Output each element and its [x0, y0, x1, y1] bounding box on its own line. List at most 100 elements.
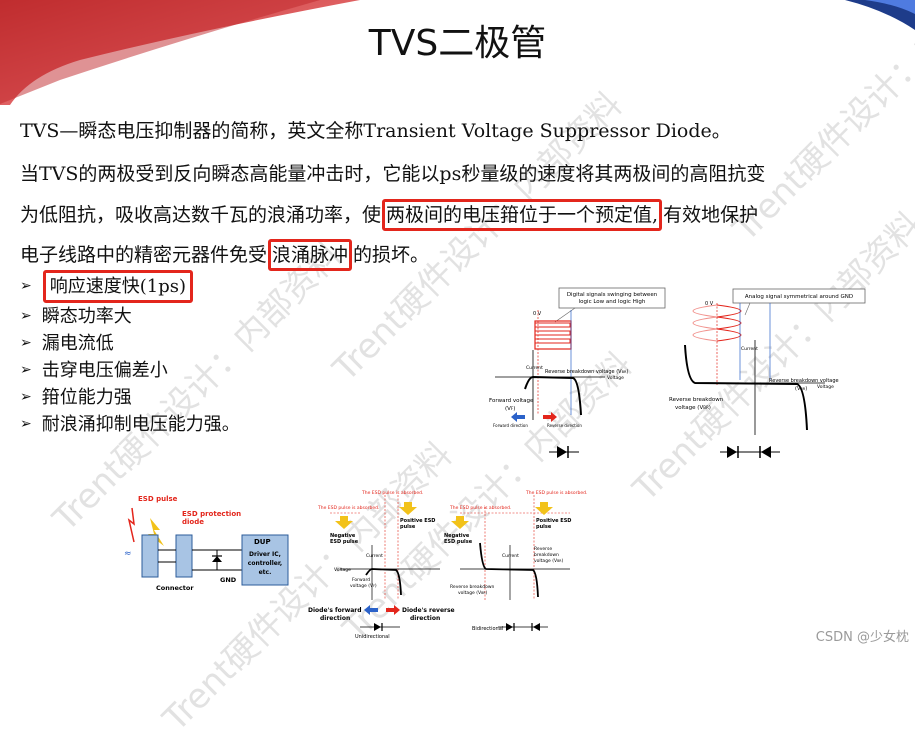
bidirectional-diode-icon [506, 623, 513, 631]
axis-label: Voltage [334, 567, 351, 573]
voltage-label: voltage (VF) [350, 583, 377, 589]
pulse-label: Positive ESD [536, 518, 571, 524]
iv-curve [479, 542, 539, 598]
pulse-arrow-icon [451, 516, 469, 529]
forward-voltage-label: (VF) [505, 406, 515, 412]
absorbed-label: The ESD pulse is absorbed. [361, 490, 423, 496]
corner-decoration-right [845, 0, 915, 30]
axis-label: Current [741, 346, 758, 352]
feature-text: 漏电流低 [41, 333, 114, 354]
highlight-clamp-voltage: 两极间的电压箝位于一个预定值, [382, 199, 663, 231]
pulse-arrow-icon [399, 502, 417, 515]
list-item: ➢ 响应速度快(1ps) [20, 270, 240, 303]
voltage-label: Forward [352, 577, 370, 583]
esd-pulse-label: ESD pulse [138, 495, 178, 503]
description-text: 为低阻抗，吸收高达数千瓦的浪涌功率，使 [20, 204, 382, 226]
breakdown-label: Reverse breakdown voltage [769, 378, 839, 384]
zero-volt-label: 0 V [705, 301, 714, 307]
dut-text: controller, [248, 560, 282, 567]
digital-signal-wave [534, 322, 571, 347]
breakdown-label: Reverse breakdown voltage (VBR) [545, 369, 628, 375]
bidirectional-absorption: The ESD pulse is absorbed. The ESD pulse… [444, 490, 587, 632]
direction-label: Diode's reverse [402, 607, 455, 614]
feature-list: ➢ 响应速度快(1ps) ➢ 瞬态功率大 ➢ 漏电流低 ➢ 击穿电压偏差小 ➢ 箝位能力强… [20, 270, 240, 438]
bullet-arrow-icon: ➢ [20, 278, 32, 294]
voltage-label: breakdown [534, 552, 559, 558]
description-line-1: 当TVS的两极受到反向瞬态高能量冲击时，它能以ps秒量级的速度将其两极间的高阻抗… [20, 155, 765, 193]
direction-label: Diode's forward [308, 607, 362, 614]
pulse-label: Negative [330, 533, 356, 539]
description-text: 有效地保护 [663, 204, 759, 226]
direction-label: direction [320, 615, 350, 622]
callout-text: logic Low and logic High [579, 299, 646, 305]
absorbed-label: The ESD pulse is absorbed. [525, 490, 587, 496]
pulse-label: Negative [444, 533, 470, 539]
breakdown-label: Reverse breakdown [669, 397, 724, 403]
analog-signal-wave [692, 304, 742, 342]
bullet-arrow-icon: ➢ [20, 335, 32, 351]
esd-protection-schematic: ESD pulse ≈ ESD protection diode DUP Dri… [124, 495, 289, 592]
highlight-surge-pulse: 浪涌脉冲 [268, 239, 353, 271]
axis-label: Current [366, 553, 383, 559]
reverse-arrow-icon [543, 412, 557, 422]
lightning-icon [148, 518, 164, 546]
callout-text: Digital signals swinging between [567, 292, 658, 298]
description-line-3: 电子线路中的精密元器件免受浪涌脉冲的损坏。 [20, 236, 429, 274]
description-text: 当TVS的两极受到反向瞬态高能量冲击时，它能以ps秒量级的速度将其两极间的高阻抗… [20, 163, 766, 185]
breakdown-label: voltage (VBR) [675, 405, 711, 411]
diode-type-label: Unidirectional [355, 634, 390, 640]
dut-block [241, 534, 289, 586]
unidirectional-diode-icon [374, 623, 381, 631]
list-item: ➢ 耐浪涌抑制电压能力强。 [20, 411, 240, 438]
csdn-credit: CSDN @少女枕 [815, 630, 909, 645]
connector-block [175, 534, 193, 578]
direction-label: Reverse direction [547, 423, 582, 428]
feature-text: 瞬态功率大 [41, 306, 132, 327]
bullet-arrow-icon: ➢ [20, 416, 32, 432]
voltage-label: Reverse [534, 546, 552, 552]
voltage-label: voltage (VBR) [458, 590, 487, 596]
diode-type-label: Bidirectional [472, 626, 503, 632]
axis-label: Voltage [607, 375, 624, 381]
pulse-label: pulse [400, 524, 416, 530]
tvs-diode-icon [212, 556, 222, 562]
bullet-arrow-icon: ➢ [20, 308, 32, 324]
list-item: ➢ 瞬态功率大 [20, 303, 240, 330]
feature-text: 击穿电压偏差小 [41, 360, 168, 381]
unidirectional-iv-figure: Digital signals swinging between logic L… [489, 287, 666, 458]
pulse-label: ESD pulse [330, 539, 359, 545]
esd-pulse-wave [127, 507, 135, 543]
feature-text: 箝位能力强 [41, 387, 132, 408]
esd-absorption-figure: The ESD pulse is absorbed. The ESD pulse… [308, 490, 587, 640]
breakdown-label: (VBR) [795, 386, 807, 392]
description-line-2: 为低阻抗，吸收高达数千瓦的浪涌功率，使两极间的电压箝位于一个预定值,有效地保护 [20, 196, 758, 234]
voltage-label: voltage (VBR) [534, 558, 563, 564]
description-text: 电子线路中的精密元器件免受 [20, 244, 268, 266]
axis-label: Voltage [817, 384, 834, 390]
highlight-response-speed: 响应速度快(1ps) [42, 270, 193, 303]
esd-diode-label: ESD protection [182, 510, 241, 518]
bullet-arrow-icon: ➢ [20, 389, 32, 405]
forward-arrow-icon [364, 605, 378, 615]
feature-text: 耐浪涌抑制电压能力强。 [41, 414, 240, 435]
corner-decoration-left [0, 0, 360, 105]
zero-volt-label: 0 V [533, 311, 542, 317]
callout-text: Analog signal symmetrical around GND [745, 294, 853, 300]
unidirectional-diode-icon [549, 446, 579, 458]
list-item: ➢ 箝位能力强 [20, 384, 240, 411]
connector-label: Connector [156, 584, 194, 592]
dut-text: etc. [259, 569, 272, 576]
iv-curve [365, 568, 402, 596]
forward-voltage-label: Forward voltage [489, 398, 534, 404]
esd-diode-label: diode [182, 518, 204, 526]
reverse-arrow-icon [386, 605, 400, 615]
slide-title: TVS二极管 [368, 23, 547, 64]
bullet-arrow-icon: ➢ [20, 362, 32, 378]
absorbed-label: The ESD pulse is absorbed. [449, 505, 511, 511]
dut-label: DUP [254, 538, 271, 546]
bidirectional-diode-icon [720, 446, 780, 458]
bidirectional-iv-figure: Analog signal symmetrical around GND 0 V… [669, 288, 866, 458]
list-item: ➢ 击穿电压偏差小 [20, 357, 240, 384]
connector-block [141, 534, 159, 578]
definition-line: TVS—瞬态电压抑制器的简称，英文全称Transient Voltage Sup… [20, 112, 731, 150]
